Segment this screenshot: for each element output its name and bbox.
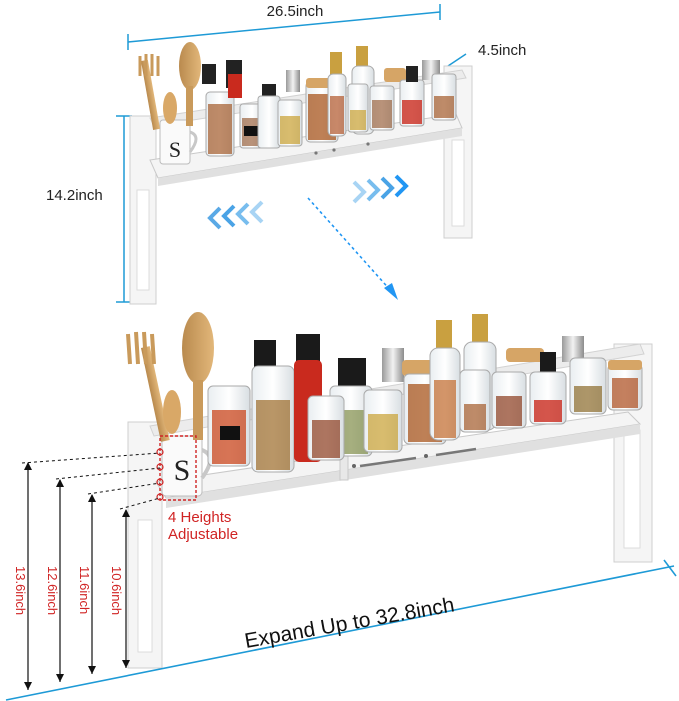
top-width-label: 26.5inch — [267, 3, 324, 20]
height-value-3: 11.6inch — [77, 566, 92, 614]
height-value-1: 13.6inch — [13, 566, 28, 615]
expand-left-chevrons-icon — [207, 200, 264, 230]
top-depth-label: 4.5inch — [478, 42, 526, 59]
bottom-rack-spice-jars — [207, 314, 643, 473]
heights-title-line1: 4 Heights — [168, 509, 231, 526]
top-rack-spice-jars — [202, 46, 457, 157]
expand-label: Expand Up to 32.8inch — [243, 593, 456, 653]
top-rack-utensil-cup: S — [138, 42, 201, 165]
top-height-dimension: 14.2inch — [46, 115, 132, 303]
height-dimension-lines — [21, 452, 161, 690]
top-width-dimension: 26.5inch — [127, 3, 441, 50]
height-value-4: 10.6inch — [109, 566, 124, 615]
height-value-2: 12.6inch — [45, 566, 60, 615]
top-height-label: 14.2inch — [46, 187, 103, 204]
svg-text:S: S — [174, 454, 191, 487]
expand-right-chevrons-icon — [352, 174, 409, 204]
top-depth-dimension: 4.5inch — [447, 42, 526, 67]
svg-text:S: S — [169, 137, 181, 162]
heights-title-line2: Adjustable — [168, 526, 238, 543]
transition-arrow-icon — [307, 197, 398, 300]
expand-dimension — [5, 559, 677, 701]
